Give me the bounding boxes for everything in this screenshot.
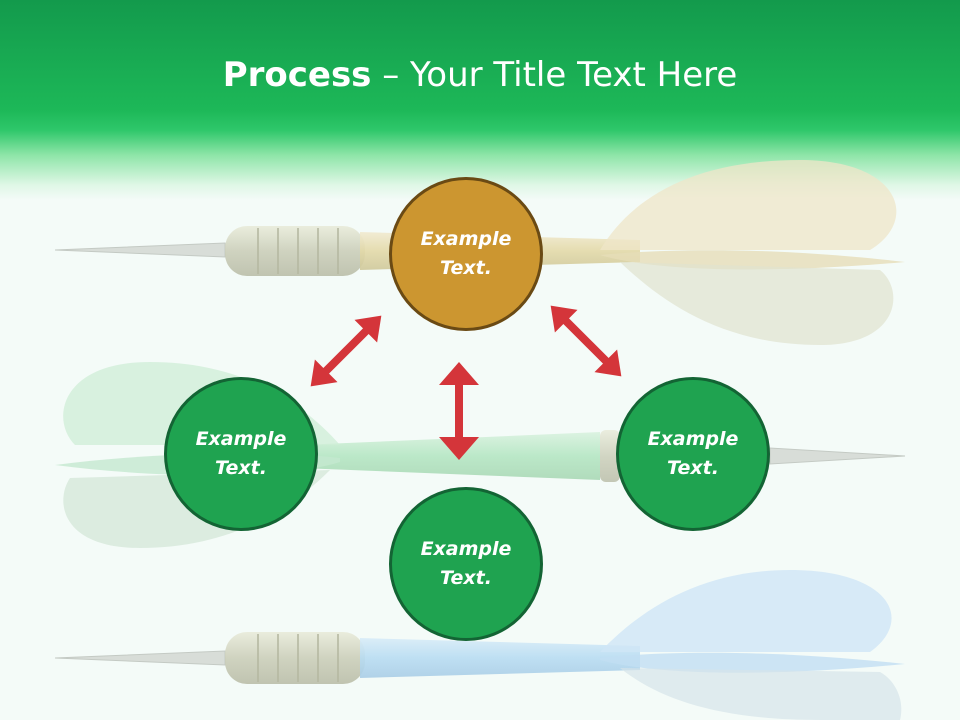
slide-title: Process – Your Title Text Here xyxy=(0,50,960,100)
node-text-line2: Text. xyxy=(667,457,719,479)
process-node-left: Example Text. xyxy=(164,377,318,531)
process-node-right: Example Text. xyxy=(616,377,770,531)
process-node-top: Example Text. xyxy=(389,177,543,331)
node-text-line2: Text. xyxy=(440,257,492,279)
dart-icon xyxy=(54,570,905,720)
title-bold: Process xyxy=(222,55,372,95)
process-node-bottom: Example Text. xyxy=(389,487,543,641)
node-text-line1: Example xyxy=(647,428,739,450)
title-rest: – Your Title Text Here xyxy=(371,55,738,95)
node-text-line1: Example xyxy=(420,538,512,560)
node-text-line1: Example xyxy=(420,228,512,250)
node-text-line1: Example xyxy=(195,428,287,450)
node-text-line2: Text. xyxy=(215,457,267,479)
node-text-line2: Text. xyxy=(440,567,492,589)
